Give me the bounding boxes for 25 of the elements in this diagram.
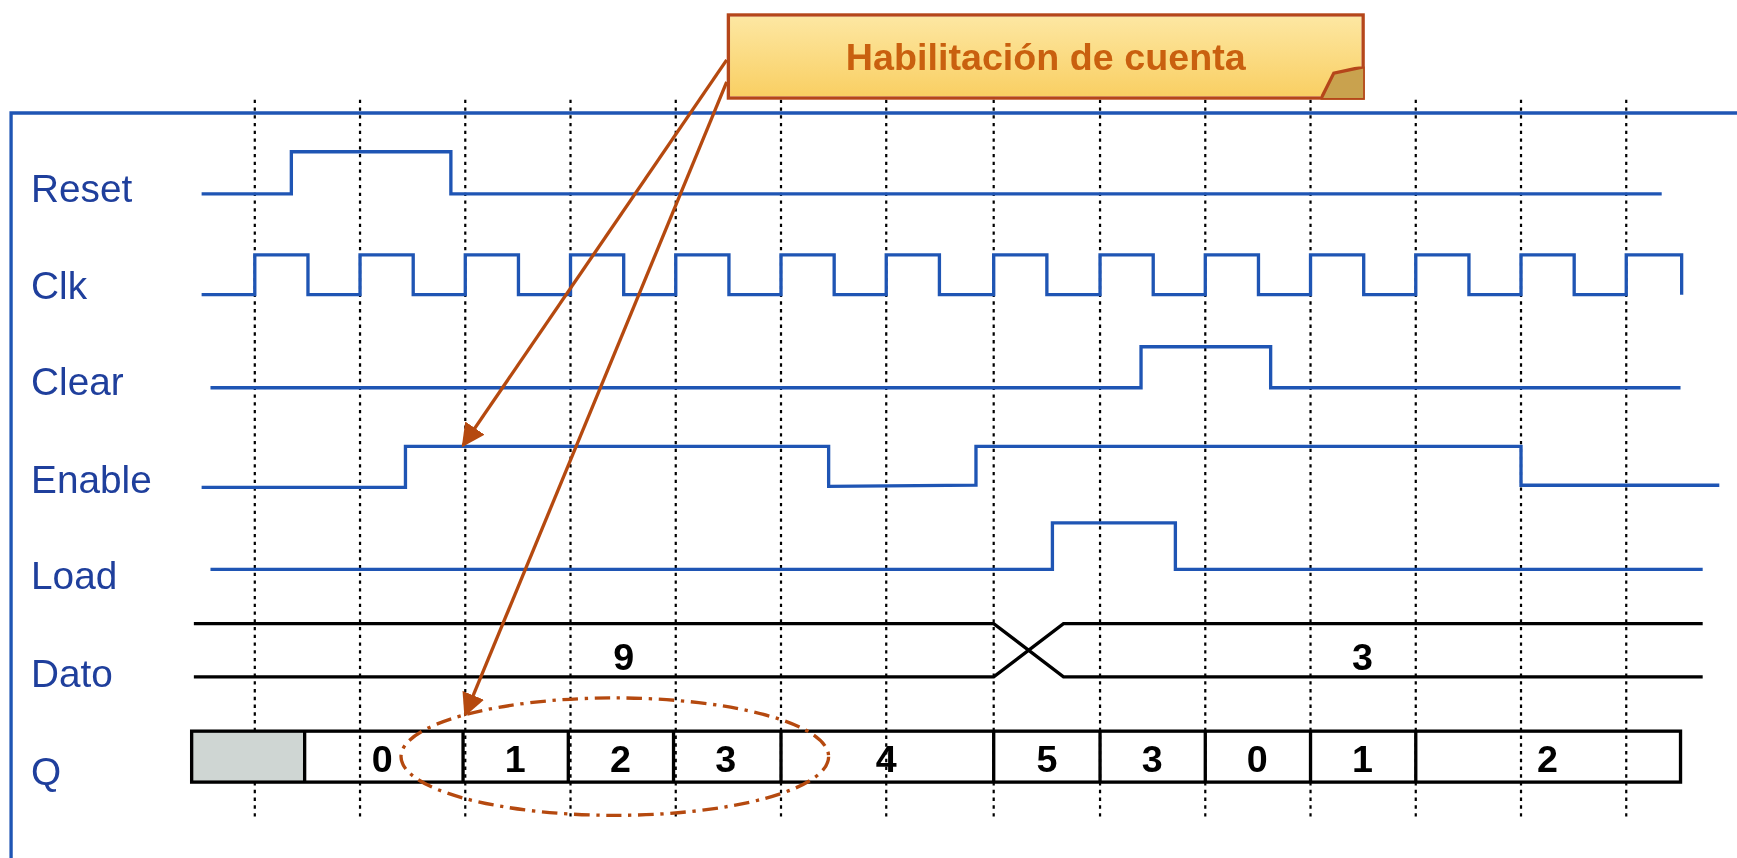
count-value: 2 [609,736,631,781]
signal-label: Clear [31,360,124,405]
bus-value: 9 [613,634,635,680]
signal-label: Dato [31,651,113,696]
callout-box [726,13,1365,100]
count-value: 5 [1036,736,1058,781]
signal-label: Enable [31,457,152,502]
signal-label: Reset [31,166,133,211]
count-value: 2 [1537,736,1559,781]
dash-dot-ellipse [398,695,831,818]
count-value: 0 [1246,736,1268,781]
enable-waveform [201,444,1720,490]
count-value: 1 [1352,736,1374,781]
count-value: 4 [875,736,897,781]
signal-label: Clk [31,263,88,308]
count-value: 1 [504,736,526,781]
leader-arrow [462,81,729,717]
count-value: 3 [715,736,737,781]
leader-arrow [461,58,729,448]
bus-value: 3 [1352,634,1374,680]
count-value: 3 [1141,736,1163,781]
signal-label: Q [31,750,62,795]
signal-label: Load [31,553,118,599]
count-value: 0 [371,736,393,781]
callout-text: Habilitación de cuenta [845,34,1246,79]
